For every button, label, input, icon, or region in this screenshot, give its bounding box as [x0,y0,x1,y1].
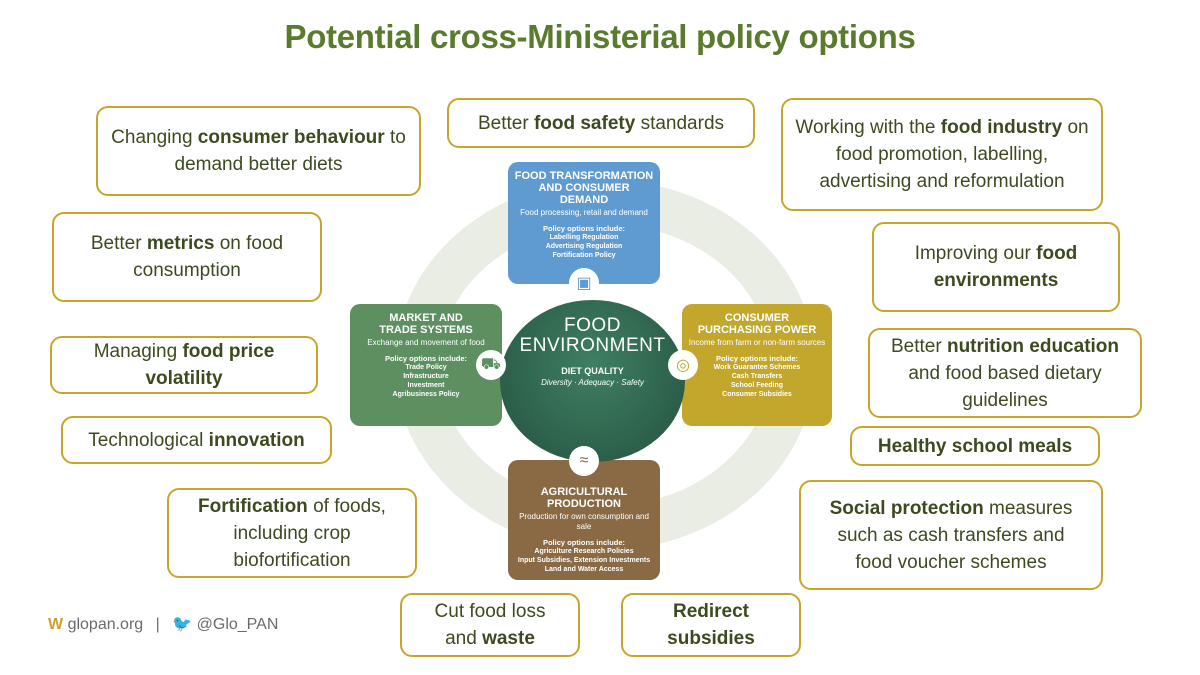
panel-option: Agribusiness Policy [392,391,460,398]
panel-option: Infrastructure [403,373,449,380]
panel-options-label: Policy options include: [384,354,468,363]
panel-option: Investment [407,382,445,389]
box-metrics: Better metrics on food consumption [52,212,322,302]
panel-option: Work Guarantee Schemes [713,364,801,371]
box-text: measures such as cash transfers and food… [837,497,1073,573]
panel-option: Consumer Subsidies [722,391,792,398]
box-bold-text: innovation [208,429,305,451]
panel-option: School Feeding [730,382,784,389]
box-text: Better [890,335,947,357]
box-nutrition-education: Better nutrition education and food base… [868,328,1142,418]
panel-heading: CONSUMER [724,312,790,324]
box-bold-text: metrics [146,233,215,254]
panel-subtitle: Production for own consumption and sale [519,512,649,531]
box-text: on food consumption [133,233,284,281]
box-bold-text: Redirect subsidies [667,601,755,649]
panel-food-transformation: FOOD TRANSFORMATION AND CONSUMER DEMAND … [508,162,660,284]
panel-option: Advertising Regulation [545,243,623,250]
food-environment-center: FOOD ENVIRONMENT DIET QUALITY Diversity … [500,300,685,462]
box-text: Managing [93,341,183,362]
box-text: Changing [111,127,198,148]
panel-option: Land and Water Access [544,566,624,573]
website-link[interactable]: glopan.org [67,616,144,633]
box-text: Improving our [914,243,1037,264]
box-subsidies: Redirect subsidies [621,593,801,657]
twitter-icon: 🐦 [172,616,193,633]
box-bold-text: Healthy school meals [877,435,1073,457]
panel-options-label: Policy options include: [542,224,626,233]
box-innovation: Technological innovation [61,416,332,464]
center-title: ENVIRONMENT [519,335,666,356]
box-text: of foods, including crop biofortificatio… [233,495,386,571]
box-text: and food based dietary guidelines [908,362,1102,411]
box-text: Better [90,233,147,254]
panel-options-label: Policy options include: [715,354,799,363]
box-text: Better [477,112,534,134]
box-food-safety: Better food safety standards [447,98,755,148]
box-bold-text: consumer behaviour [197,127,385,148]
center-title: FOOD [564,315,621,336]
twitter-handle[interactable]: @Glo_PAN [196,616,279,633]
coins-icon: ◎ [668,350,698,380]
box-school-meals: Healthy school meals [850,426,1100,466]
panel-option: Fortification Policy [552,252,616,259]
box-bold-text: waste [482,628,535,649]
box-food-industry: Working with the food industry on food p… [781,98,1103,211]
box-text: on food promotion, labelling, advertisin… [819,117,1089,192]
panel-options-label: Policy options include: [542,538,626,547]
panel-option: Agriculture Research Policies [534,548,634,555]
box-bold-text: Social protection [829,497,984,519]
box-bold-text: Fortification [198,495,308,517]
panel-subtitle: Income from farm or non-farm sources [688,338,826,347]
panel-heading: MARKET AND [389,312,463,324]
box-bold-text: food environments [933,243,1078,291]
box-food-loss: Cut food loss and waste [400,593,580,657]
panel-subtitle: Food processing, retail and demand [520,208,648,217]
truck-icon: ⛟ [476,350,506,380]
footer-separator: | [155,616,160,633]
box-bold-text: nutrition education [946,335,1120,357]
box-text: to demand better diets [174,127,406,175]
can-icon: ▣ [569,268,599,298]
box-fortification: Fortification of foods, including crop b… [167,488,417,578]
box-text: standards [635,112,725,134]
box-consumer-behaviour: Changing consumer behaviour to demand be… [96,106,421,196]
panel-option: Cash Transfers [731,373,783,380]
box-bold-text: food price volatility [145,341,275,389]
box-text: Technological [88,429,209,451]
panel-heading: AND CONSUMER DEMAND [538,182,630,206]
panel-heading: PURCHASING POWER [697,324,817,336]
panel-heading: PRODUCTION [547,498,621,510]
footer: W glopan.org | 🐦 @Glo_PAN [48,614,278,634]
box-text: Cut food loss and [434,601,546,649]
panel-heading: TRADE SYSTEMS [379,324,473,336]
box-bold-text: food industry [940,117,1063,138]
box-food-price: Managing food price volatility [50,336,318,394]
center-subtitle: DIET QUALITY [561,366,624,376]
panel-heading: FOOD TRANSFORMATION [514,170,654,182]
box-bold-text: food safety [533,112,636,134]
panel-heading: AGRICULTURAL [540,486,628,498]
box-text: Working with the [795,117,941,138]
panel-purchasing-power: CONSUMER PURCHASING POWER Income from fa… [682,304,832,426]
box-food-environments: Improving our food environments [872,222,1120,312]
panel-option: Trade Policy [405,364,447,371]
center-tags: Diversity · Adequacy · Safety [541,378,644,387]
panel-option: Labelling Regulation [549,234,619,241]
panel-option: Input Subsidies, Extension Investments [517,557,651,564]
page-title: Potential cross-Ministerial policy optio… [284,18,916,55]
field-icon: ≈ [569,446,599,476]
panel-subtitle: Exchange and movement of food [367,338,485,347]
panel-agricultural-production: AGRICULTURAL PRODUCTION Production for o… [508,460,660,580]
glopan-logo-icon: W [48,616,64,633]
box-social-protection: Social protection measures such as cash … [799,480,1103,590]
